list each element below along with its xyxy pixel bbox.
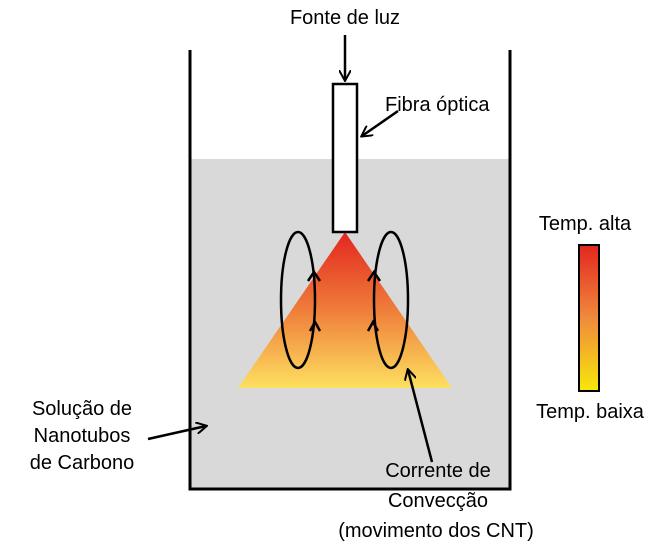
solution-label-line1: Solução de: [32, 398, 132, 420]
heated-cone: [238, 232, 452, 388]
beaker: [188, 50, 512, 491]
temp-high-label: Temp. alta: [539, 213, 632, 235]
temp-low-label: Temp. baixa: [536, 401, 645, 423]
loop-arrowhead-icon: [306, 269, 322, 282]
loop-arrowhead-icon: [366, 319, 380, 332]
loop-arrowhead-icon: [366, 269, 382, 282]
convection-loop-left: [279, 230, 317, 370]
light-source-label: Fonte de luz: [290, 7, 400, 29]
fiber-pointer-arrow-icon: [362, 109, 399, 136]
convection-loop-right: [372, 230, 410, 370]
optical-fiber-label: Fibra óptica: [385, 94, 490, 116]
solution-label-line2: Nanotubos: [34, 425, 131, 447]
solution-label-line3: de Carbono: [30, 452, 135, 474]
solution-pointer-arrow-icon: [147, 426, 206, 441]
convection-label-line2: Convecção: [388, 490, 488, 512]
convection-label-line3: (movimento dos CNT): [338, 520, 534, 542]
temperature-scale: [578, 244, 600, 392]
convection-label-line1: Corrente de: [385, 460, 491, 482]
optical-fiber: [331, 82, 359, 234]
loop-arrowhead-icon: [308, 319, 322, 332]
convection-pointer-arrow-icon: [408, 370, 434, 463]
